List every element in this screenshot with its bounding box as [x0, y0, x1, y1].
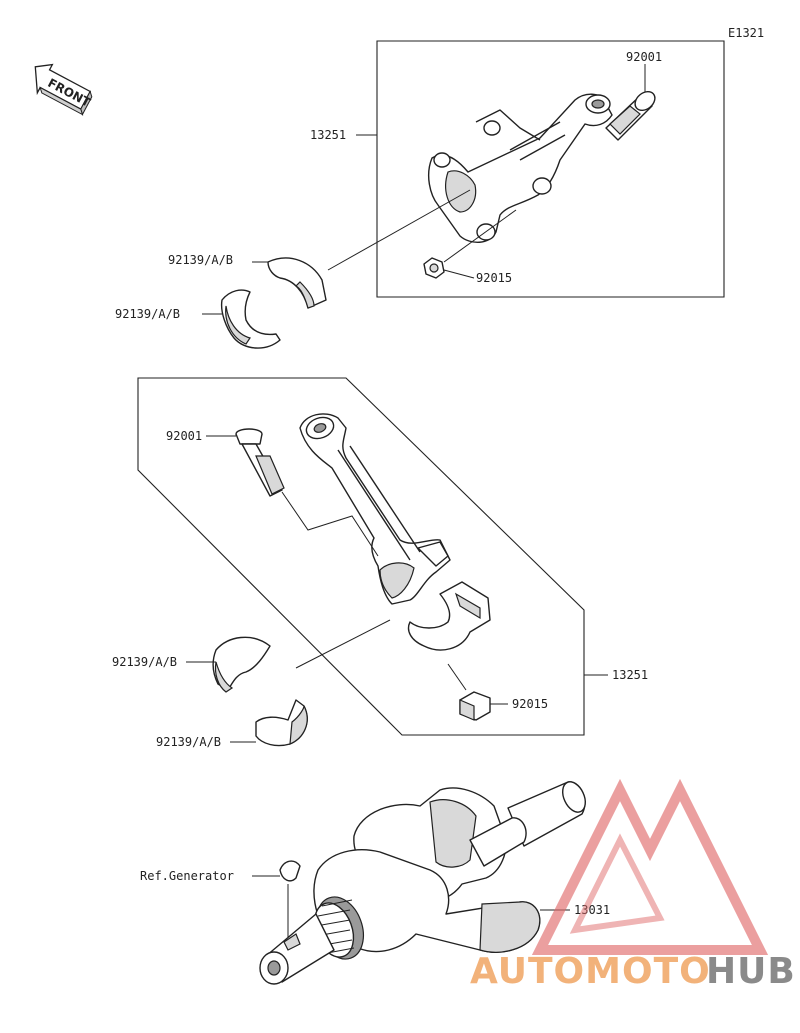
callout-92001-mid: 92001	[166, 429, 202, 443]
callout-92015-mid: 92015	[512, 697, 548, 711]
bearing-shell-mid-upper	[212, 636, 271, 693]
watermark-text-secondary: HUB	[706, 951, 796, 992]
top-connecting-rod-group: 13251 92001 92015	[310, 40, 725, 298]
top-group-frame	[376, 40, 725, 298]
rod-cap-middle	[407, 581, 491, 651]
bearing-shell-top-lower	[220, 289, 281, 349]
callout-13251-top: 13251	[310, 128, 346, 142]
callout-92139-top-lower: 92139/A/B	[115, 307, 180, 321]
bolt-92001-mid	[235, 428, 379, 557]
nut-92015-mid	[459, 691, 491, 721]
callout-ref-generator: Ref.Generator	[140, 869, 234, 883]
middle-group-frame	[137, 377, 585, 736]
callout-13251-mid: 13251	[612, 668, 648, 682]
callout-92001-top: 92001	[626, 50, 662, 64]
diagram-code: E1321	[728, 26, 764, 40]
callout-92139-top-upper: 92139/A/B	[168, 253, 233, 267]
front-arrow-icon: FRONT	[34, 63, 93, 116]
bearing-shell-mid-lower	[255, 699, 308, 747]
connecting-rod-top	[428, 93, 613, 243]
watermark-logo	[531, 778, 769, 955]
middle-connecting-rod-group: 13251 92001	[137, 377, 648, 736]
callout-92139-mid-lower: 92139/A/B	[156, 735, 221, 749]
connecting-rod-middle	[299, 413, 451, 605]
nut-92015-top	[423, 257, 445, 279]
crankshaft	[259, 781, 587, 985]
bearing-shell-top-upper	[267, 257, 327, 309]
callout-92139-mid-upper: 92139/A/B	[112, 655, 177, 669]
watermark-wordmark: AUTOMOTO HUB	[470, 951, 796, 992]
watermark-text-primary: AUTOMOTO	[470, 951, 711, 992]
woodruff-key	[279, 860, 301, 882]
callout-92015-top: 92015	[476, 271, 512, 285]
bolt-92001-top	[605, 90, 656, 141]
